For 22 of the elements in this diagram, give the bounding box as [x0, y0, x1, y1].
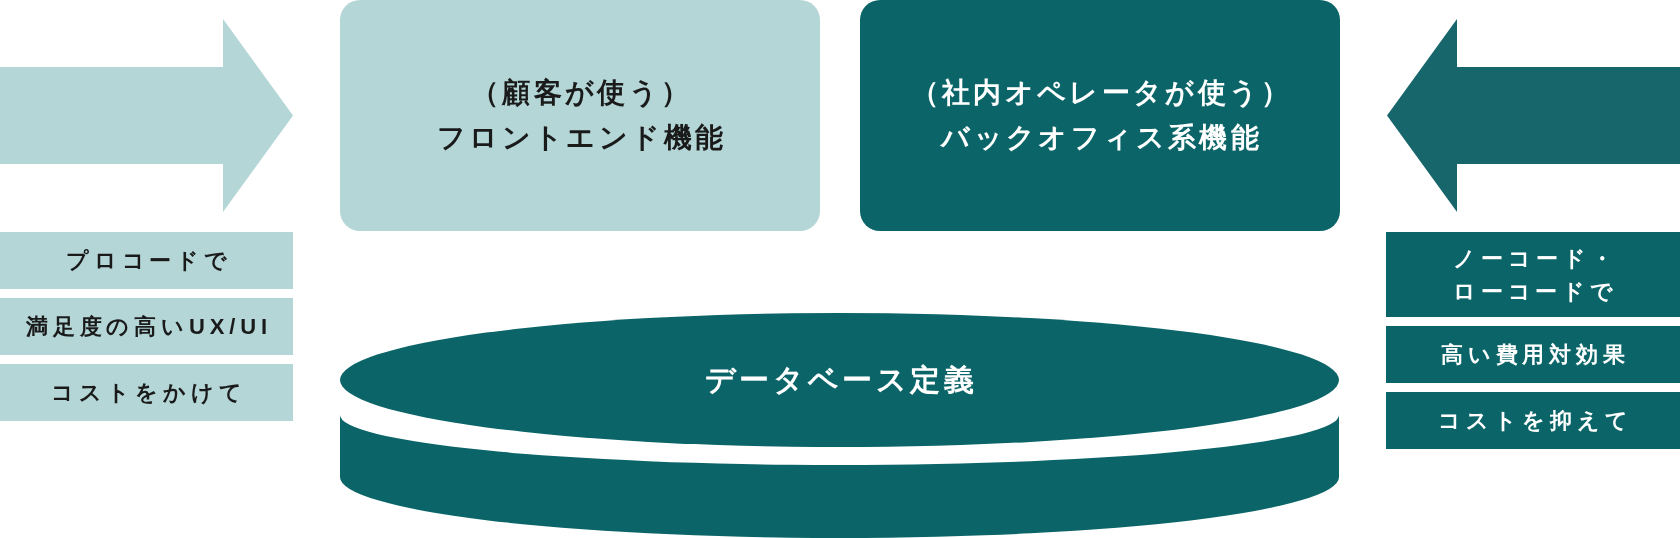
label-box — [1386, 326, 1680, 383]
label-box — [0, 364, 293, 421]
node-text: ノーコード・ローコードで — [1451, 244, 1619, 306]
node-text: 高い費用対効果 — [1439, 341, 1630, 369]
database-cylinder — [340, 313, 1339, 538]
node-text: フロントエンド機能 — [436, 120, 727, 155]
block-arrow — [0, 19, 293, 212]
block-arrow — [1387, 19, 1680, 212]
label-box — [0, 298, 293, 355]
label-box — [1386, 392, 1680, 449]
node-text: （社内オペレータが使う） — [909, 75, 1293, 110]
node-text: コストを抑えて — [1437, 407, 1633, 435]
node-text: プロコードで — [64, 247, 232, 275]
rounded-box — [860, 0, 1340, 231]
node-text: コストをかけて — [50, 379, 247, 407]
node-text: 満足度の高いUX/UI — [24, 313, 272, 341]
label-box — [0, 232, 293, 289]
node-text: （顧客が使う） — [469, 75, 693, 110]
rounded-box — [340, 0, 820, 231]
node-text: データベース定義 — [703, 362, 978, 398]
label-box — [1386, 232, 1680, 317]
node-text: バックオフィス系機能 — [939, 120, 1262, 155]
